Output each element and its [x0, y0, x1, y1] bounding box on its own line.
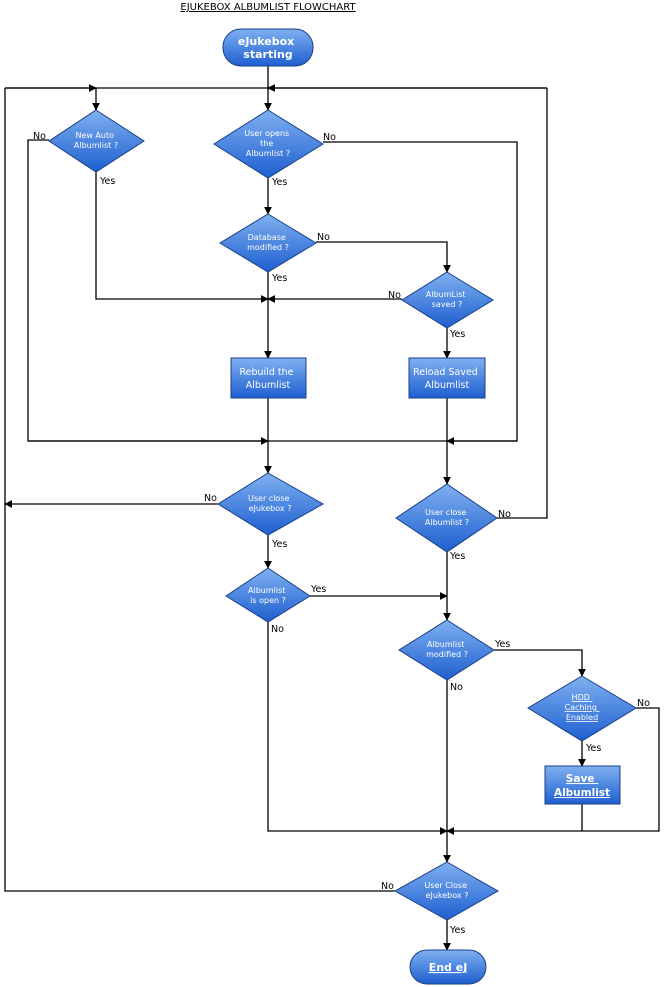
node-rebuild-albumlist: Rebuild the Albumlist	[230, 357, 307, 399]
svg-text:Rebuild the Albumlist: Rebuild the Albumlist	[239, 367, 296, 391]
node-reload-line1: Reload Saved	[413, 367, 478, 378]
node-save-albumlist: Save Albumlist	[544, 765, 621, 805]
node-al-modified-line1: Albumlist	[427, 640, 464, 649]
svg-text:HDD Caching Enable: HDD Caching Enabled	[565, 693, 600, 722]
label-yes-al-modified: Yes	[494, 639, 510, 650]
node-albumlist-saved: AlbumList saved ?	[401, 271, 494, 329]
svg-text:Save Albumlist: Save Albumlist	[554, 773, 610, 799]
node-user-close-ej-line1: User close	[248, 494, 289, 503]
edge-labels: No Yes No Yes No Yes No Yes No Yes No Ye…	[33, 131, 650, 936]
label-no-is-open: No	[271, 624, 284, 635]
label-no-user-opens: No	[323, 132, 336, 143]
node-start-line1: eJukebox	[238, 35, 294, 48]
svg-text:Reload Saved Albumlist: Reload Saved Albumlist	[413, 367, 481, 391]
node-user-close-ejukebox-final: User Close eJukebox ?	[393, 861, 500, 921]
node-new-auto-line1: New Auto	[75, 131, 114, 140]
label-no-final-close: No	[381, 881, 394, 892]
node-hdd-line1: HDD	[572, 693, 590, 702]
node-database-modified: Database modified ?	[219, 213, 317, 273]
node-new-auto-albumlist: New Auto Albumlist ?	[48, 109, 145, 173]
node-hdd-caching-enabled: HDD Caching Enabled	[527, 675, 637, 742]
connector-lines	[4, 66, 660, 951]
label-no-user-close-ej: No	[204, 493, 217, 504]
node-rebuild-line2: Albumlist	[246, 380, 291, 391]
label-yes-albumlist-saved: Yes	[449, 329, 465, 340]
node-database-line1: Database	[248, 233, 286, 242]
node-user-opens-line3: Albumlist ?	[246, 149, 290, 158]
label-no-hdd: No	[637, 698, 650, 709]
label-no-user-close-al: No	[498, 509, 511, 520]
node-save-line1: Save	[566, 773, 595, 785]
svg-text:User close eJukebox ?: User close eJukebox ?	[248, 494, 292, 513]
node-albumlist-modified: Albumlist modified ?	[398, 619, 495, 681]
node-user-opens-line1: User opens	[244, 129, 289, 138]
label-yes-user-close-al: Yes	[449, 551, 465, 562]
label-no-database: No	[317, 232, 330, 243]
label-yes-user-close-ej: Yes	[271, 539, 287, 550]
node-albumlist-saved-line1: AlbumList	[426, 290, 466, 299]
svg-text:Database modified ?: Database modified ?	[247, 233, 289, 252]
node-user-opens-line2: the	[260, 139, 273, 148]
svg-text:End eJ: End eJ	[429, 961, 468, 974]
node-albumlist-is-open: Albumlist is open ?	[225, 567, 311, 623]
node-rebuild-line1: Rebuild the	[239, 367, 293, 378]
label-no-al-modified: No	[450, 682, 463, 693]
node-start-line2: starting	[243, 48, 292, 61]
node-albumlist-saved-line2: saved ?	[432, 300, 463, 309]
label-yes-final-close: Yes	[449, 925, 465, 936]
node-user-close-ej-line2: eJukebox ?	[249, 504, 292, 513]
node-user-opens-albumlist: User opens the Albumlist ?	[213, 109, 324, 179]
node-end-label: End eJ	[429, 961, 468, 974]
svg-text:AlbumList saved ?: AlbumList saved ?	[426, 290, 468, 309]
node-is-open-line2: is open ?	[250, 596, 286, 605]
node-new-auto-line2: Albumlist ?	[74, 141, 118, 150]
node-reload-line2: Albumlist	[425, 380, 470, 391]
node-user-close-al-line2: Albumlist ?	[425, 518, 469, 527]
svg-text:User close Albumlist ?: User close Albumlist ?	[425, 508, 469, 527]
svg-text:User Close eJukebox ?: User Close eJukebox ?	[424, 881, 469, 900]
label-yes-database: Yes	[271, 273, 287, 284]
node-user-close-albumlist: User close Albumlist ?	[395, 483, 498, 553]
node-hdd-line3: Enabled	[566, 713, 598, 722]
node-user-close-ejukebox: User close eJukebox ?	[217, 472, 325, 536]
node-save-line2: Albumlist	[554, 787, 610, 799]
node-is-open-line1: Albumlist	[248, 586, 285, 595]
svg-text:Albumlist modified ?: Albumlist modified ?	[426, 640, 468, 659]
node-start: eJukebox starting	[222, 28, 314, 67]
svg-text:User opens the Alb: User opens the Albumlist ?	[244, 129, 291, 158]
svg-text:eJukebox starting: eJukebox starting	[238, 35, 298, 61]
node-final-close-line1: User Close	[424, 881, 467, 890]
svg-text:Albumlist is open ?: Albumlist is open ?	[248, 586, 288, 605]
node-hdd-line2: Caching	[565, 703, 597, 712]
label-no-albumlist-saved: No	[388, 290, 401, 301]
node-final-close-line2: eJukebox ?	[426, 891, 469, 900]
node-database-line2: modified ?	[247, 243, 289, 252]
svg-text:New Auto Albumlist ?: New Auto Albumlist ?	[74, 131, 118, 150]
flowchart-title: EJUKEBOX ALBUMLIST FLOWCHART	[180, 2, 356, 13]
node-user-close-al-line1: User close	[425, 508, 466, 517]
node-al-modified-line2: modified ?	[426, 650, 468, 659]
label-yes-is-open: Yes	[310, 584, 326, 595]
label-yes-hdd: Yes	[585, 743, 601, 754]
label-yes-new-auto: Yes	[99, 176, 115, 187]
node-end: End eJ	[409, 949, 487, 985]
node-reload-saved-albumlist: Reload Saved Albumlist	[408, 357, 486, 399]
label-yes-user-opens: Yes	[271, 177, 287, 188]
label-no-new-auto: No	[33, 131, 46, 142]
